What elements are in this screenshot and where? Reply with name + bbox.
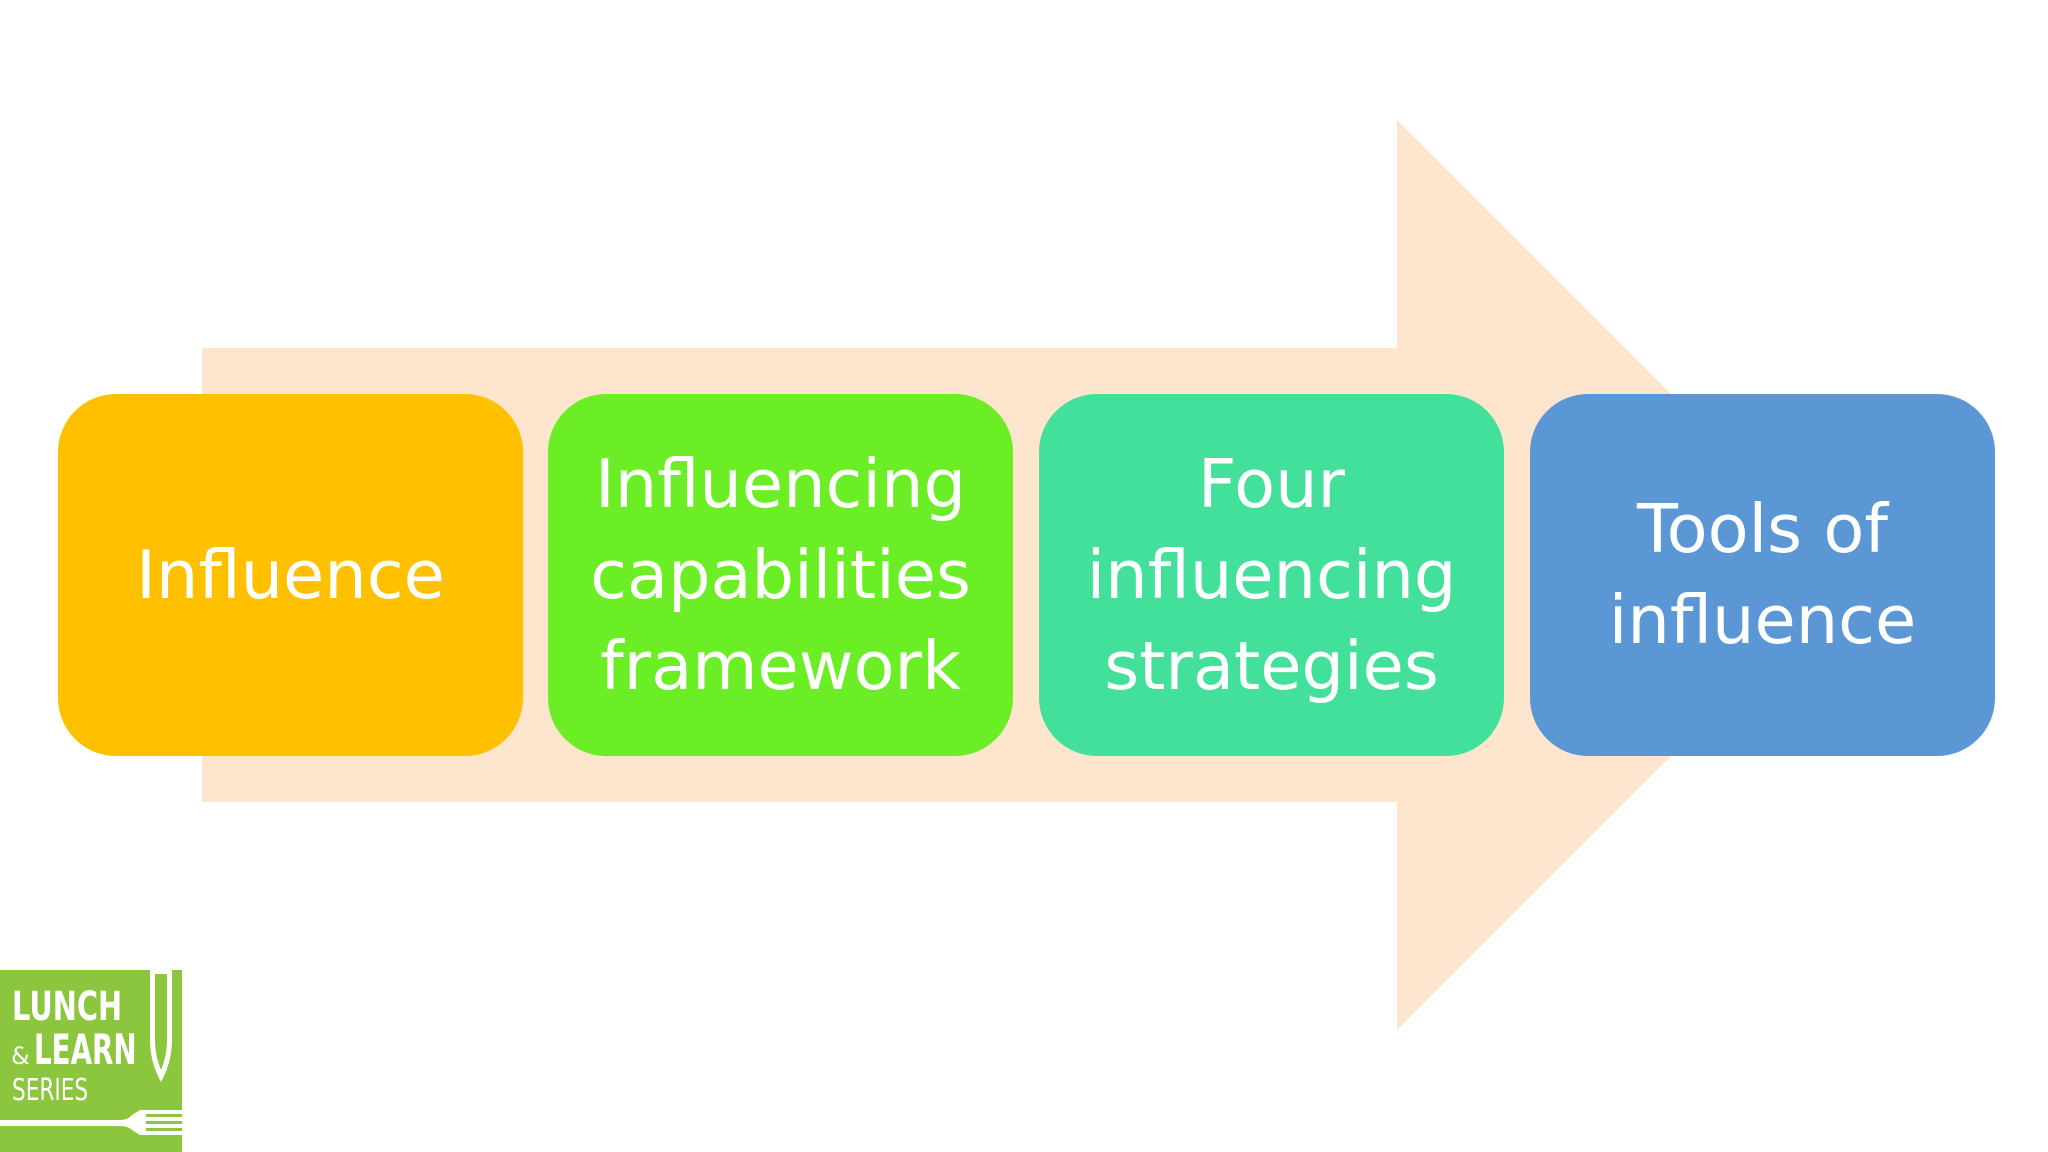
step-label: Four influencing strategies [1086, 444, 1457, 705]
logo-line-lunch: LUNCH [12, 984, 123, 1030]
step-box-tools-of-influence: Tools of influence [1530, 394, 1995, 756]
fork-and-knife-icon [0, 970, 182, 1135]
step-box-influencing-capabilities-framework: Influencing capabilities framework [548, 394, 1013, 756]
step-label: Tools of influence [1608, 490, 1917, 659]
step-box-influence: Influence [58, 394, 523, 756]
step-box-four-influencing-strategies: Four influencing strategies [1039, 394, 1504, 756]
logo-line-learn: LEARN [34, 1025, 137, 1074]
logo-ampersand: & [11, 1042, 30, 1070]
step-label: Influencing capabilities framework [590, 444, 971, 705]
lunch-and-learn-logo: LUNCH & LEARN SERIES [0, 970, 182, 1152]
step-label: Influence [136, 535, 445, 614]
logo-line-series: SERIES [12, 1073, 89, 1108]
process-arrow-shape [202, 120, 1852, 1030]
